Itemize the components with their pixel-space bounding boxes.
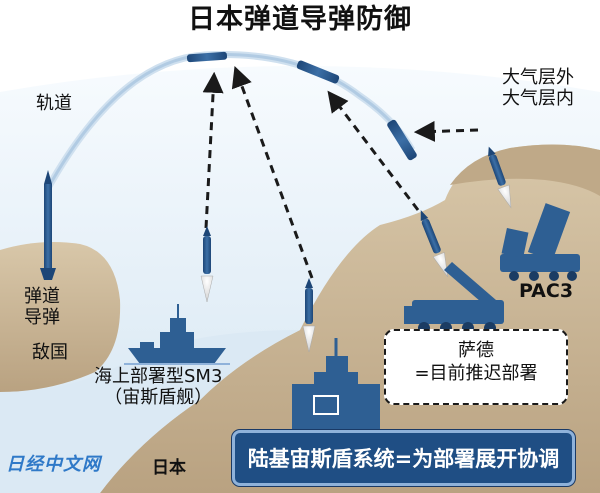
enemy-land (0, 242, 121, 392)
aegis-destroyer-ship (124, 304, 230, 365)
pac3-label: PAC3 (519, 280, 574, 302)
trajectory-line (46, 53, 414, 189)
japan-label: 日本 (152, 458, 186, 478)
reentry-missile (387, 119, 417, 161)
thaad-intercept-arrow (327, 90, 420, 211)
aegis-ashore-interceptor (302, 278, 316, 353)
thaad-label: 萨德 =目前推迟部署 (414, 340, 538, 385)
midcourse-missile-1 (186, 51, 228, 63)
pac3-hill (450, 144, 600, 196)
japan-land (100, 144, 600, 493)
aegis-ashore-banner: 陆基宙斯盾系统=为部署展开协调 (232, 430, 575, 486)
sm3-intercept-arrow (202, 71, 224, 229)
sm3-interceptor (200, 226, 214, 303)
pac3-intercept-arrow (413, 120, 479, 142)
sm3-label: 海上部署型SM3 （宙斯盾舰） (94, 366, 223, 408)
enemy-ballistic-missile (40, 170, 56, 280)
sea (0, 330, 300, 493)
aegis-ashore-intercept-arrow (231, 66, 314, 279)
thaad-callout: 萨德 =目前推迟部署 (384, 329, 568, 405)
pac3-interceptor (488, 146, 512, 209)
midcourse-missile-2 (296, 60, 340, 84)
thaad-interceptor (420, 210, 448, 278)
pac3-launcher (500, 203, 580, 281)
diagram-title: 日本弹道导弹防御 (188, 4, 412, 35)
orbit-label: 轨道 (36, 93, 72, 114)
source-watermark: 日经中文网 (6, 454, 101, 475)
ballistic-missile-label: 弹道 导弹 (24, 286, 60, 328)
atmosphere-label: 大气层外 大气层内 (502, 67, 574, 109)
aegis-ashore-label: 陆基宙斯盾系统=为部署展开协调 (247, 447, 560, 471)
enemy-country-label: 敌国 (32, 342, 68, 363)
